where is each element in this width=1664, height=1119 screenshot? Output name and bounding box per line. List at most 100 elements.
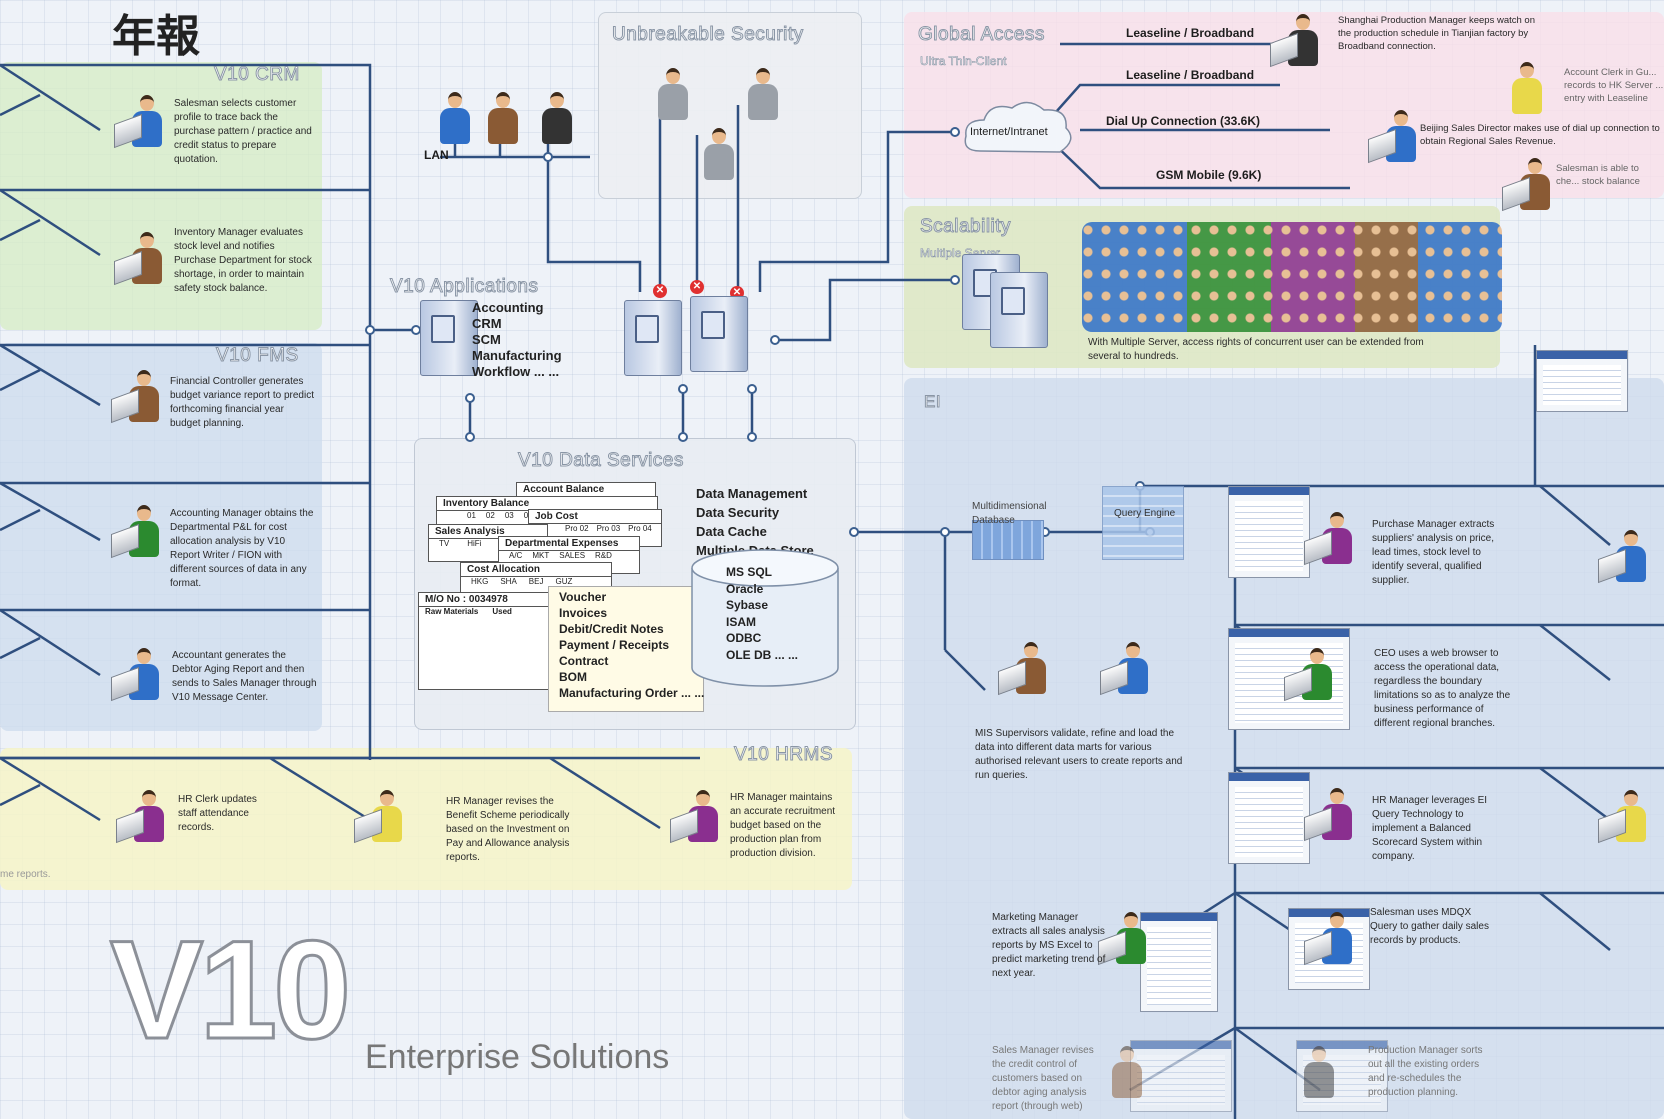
node-icon — [747, 432, 757, 442]
database-icon — [691, 549, 839, 687]
cloud-icon — [964, 101, 1072, 153]
brand-subtitle: Enterprise Solutions — [365, 1038, 670, 1076]
report-screenshot — [1140, 912, 1218, 1012]
ga-desc-2: Account Clerk in Gu... records to HK Ser… — [1564, 67, 1664, 104]
report-screenshot — [1228, 628, 1350, 730]
node-icon — [365, 325, 375, 335]
apps-item: SCM — [472, 332, 501, 347]
user-figure-icon — [114, 95, 166, 155]
user-figure-icon — [111, 370, 163, 430]
sheet-title: Departmental Expenses — [499, 537, 639, 551]
link-label: Dial Up Connection (33.6K) — [1106, 114, 1261, 128]
sheet-title: M/O No : 0034978 — [419, 593, 559, 607]
report-screenshot — [1130, 1040, 1232, 1112]
user-figure-icon — [111, 648, 163, 708]
sheet-cell: 03 — [504, 511, 514, 520]
ds-feature: Data Cache — [696, 524, 767, 539]
node-icon — [950, 275, 960, 285]
node-icon — [747, 384, 757, 394]
scalability-title: Scalability — [919, 216, 1012, 238]
doc-item: Manufacturing Order ... ... — [559, 686, 705, 700]
doc-item: Contract — [559, 654, 609, 668]
fms-title: V10 FMS — [216, 345, 299, 367]
sheet-cell: Used — [492, 607, 512, 616]
sheet-title: Job Cost — [529, 510, 661, 524]
scalability-desc: With Multiple Server, access rights of c… — [1088, 337, 1424, 362]
server-icon — [690, 296, 748, 372]
report-screenshot — [1536, 350, 1628, 412]
user-figure-icon — [1100, 642, 1152, 702]
hrms-desc-2: HR Manager revises the Benefit Scheme pe… — [446, 796, 570, 863]
ds-store: ISAM — [726, 614, 756, 629]
user-figure-icon — [1108, 1046, 1146, 1106]
crm-desc-2: Inventory Manager evaluates stock level … — [174, 227, 312, 294]
sheet-cell: SALES — [559, 551, 586, 560]
user-figure-icon — [354, 790, 406, 850]
ei-desc-purchase: Purchase Manager extracts suppliers' ana… — [1372, 519, 1495, 586]
fms-panel — [0, 343, 322, 731]
fms-desc-2: Accounting Manager obtains the Departmen… — [170, 508, 314, 589]
ei-desc-mkt: Marketing Manager extracts all sales ana… — [992, 912, 1106, 979]
sheet-title: Cost Allocation — [461, 563, 611, 577]
node-icon — [950, 127, 960, 137]
apps-item: Workflow ... ... — [472, 364, 560, 379]
report-screenshot — [1228, 486, 1310, 578]
link-label: GSM Mobile (9.6K) — [1156, 168, 1262, 182]
ga-desc-4: Salesman is able to che... stock balance… — [1556, 163, 1640, 190]
link-label: Leaseline / Broadband — [1126, 26, 1255, 40]
user-figure-icon — [116, 790, 168, 850]
user-figure-icon — [1300, 1046, 1338, 1106]
sheet-cell: R&D — [595, 551, 612, 560]
ds-feature: Data Management — [696, 486, 808, 501]
user-figure-icon — [700, 128, 738, 188]
hrms-desc-1: HR Clerk updates staff attendance record… — [178, 794, 257, 833]
user-figure-icon — [538, 92, 576, 152]
crowd-of-users — [1082, 222, 1502, 332]
user-figure-icon — [1304, 788, 1356, 848]
node-icon — [543, 152, 553, 162]
sheet-cell: TV — [439, 539, 450, 548]
ds-store: Sybase — [726, 598, 769, 612]
node-icon — [770, 335, 780, 345]
sheet-cell: Pro 03 — [596, 524, 621, 533]
user-figure-icon — [1598, 790, 1650, 850]
user-figure-icon — [744, 68, 782, 128]
apps-list: Accounting CRM SCM Manufacturing Workflo… — [472, 300, 562, 380]
global-access-subtitle: Ultra Thin-Client — [920, 54, 1007, 69]
node-icon — [678, 432, 688, 442]
user-figure-icon — [484, 92, 522, 152]
sheet-cell: Pro 02 — [565, 524, 589, 533]
mdb-label: Multidimensional Database — [972, 501, 1047, 526]
doc-item: Payment / Receipts — [559, 638, 670, 652]
user-figure-icon — [436, 92, 474, 152]
crm-panel — [0, 62, 322, 330]
multidimensional-db-icon — [972, 520, 1044, 560]
query-engine-icon — [1102, 486, 1184, 560]
hrms-title: V10 HRMS — [733, 744, 834, 766]
ei-desc-salesmgr: Sales Manager revises the credit control… — [992, 1045, 1094, 1112]
fms-desc-1: Financial Controller generates budget va… — [170, 376, 314, 429]
sheet-cell: SHA — [500, 577, 517, 586]
global-access-title: Global Access — [918, 24, 1045, 46]
doc-item: Invoices — [559, 606, 608, 620]
user-figure-icon — [654, 68, 692, 128]
hrms-cut-text: me reports. — [0, 869, 51, 880]
doc-item: Voucher — [559, 590, 607, 604]
lan-label: LAN — [424, 148, 449, 162]
sheet-cell: 02 — [485, 511, 495, 520]
user-figure-icon — [1508, 62, 1546, 122]
ds-store: Oracle — [726, 581, 764, 596]
report-screenshot — [1228, 772, 1310, 864]
ei-title: EI — [923, 392, 942, 412]
sheet-cell: HKG — [471, 577, 489, 586]
crm-title: V10 CRM — [214, 64, 300, 86]
node-icon — [940, 527, 950, 537]
doc-item: Debit/Credit Notes — [559, 622, 664, 636]
user-figure-icon — [1270, 14, 1322, 74]
header-title: 年報 — [112, 12, 200, 61]
server-icon — [420, 300, 478, 376]
server-icon — [624, 300, 682, 376]
node-icon — [678, 384, 688, 394]
